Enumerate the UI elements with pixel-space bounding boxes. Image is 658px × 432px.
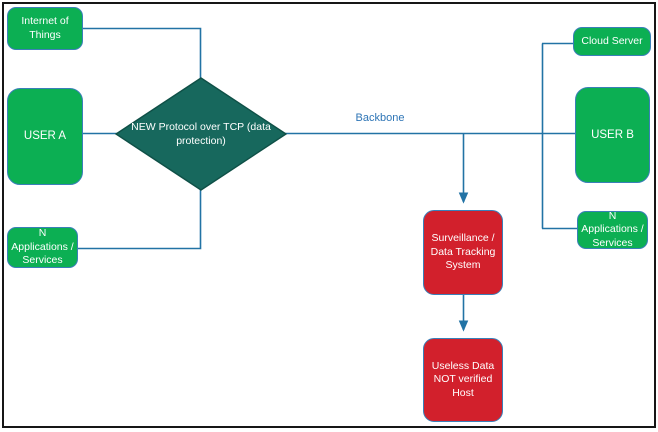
protocol-diamond-shape xyxy=(114,77,288,191)
node-n-applications-right: N Applications / Services xyxy=(577,209,648,249)
node-user-a-label: USER A xyxy=(23,130,67,143)
node-internet-of-things: Internet of Things xyxy=(7,7,83,50)
node-useless-data-host: Useless Data NOT verified Host xyxy=(423,338,503,422)
node-n-applications-left-label: N Applications / Services xyxy=(11,227,74,267)
node-internet-of-things-label: Internet of Things xyxy=(21,14,69,41)
node-n-applications-right-label: N Applications / Services xyxy=(581,209,644,249)
node-cloud-server-label: Cloud Server xyxy=(581,34,643,47)
node-protocol-diamond-label: NEW Protocol over TCP (data protection) xyxy=(131,120,271,147)
node-user-a: USER A xyxy=(7,88,83,185)
backbone-edge-label: Backbone xyxy=(355,112,405,124)
node-user-b-label: USER B xyxy=(591,128,634,141)
node-n-applications-left: N Applications / Services xyxy=(7,227,78,268)
node-surveillance-system-label: Surveillance / Data Tracking System xyxy=(430,232,496,272)
node-cloud-server: Cloud Server xyxy=(573,27,651,56)
node-surveillance-system: Surveillance / Data Tracking System xyxy=(423,210,503,295)
edge-napp-left-to-diamond xyxy=(77,189,202,250)
node-user-b: USER B xyxy=(575,87,650,183)
node-useless-data-host-label: Useless Data NOT verified Host xyxy=(431,359,495,399)
edge-iot-to-diamond xyxy=(82,27,202,79)
